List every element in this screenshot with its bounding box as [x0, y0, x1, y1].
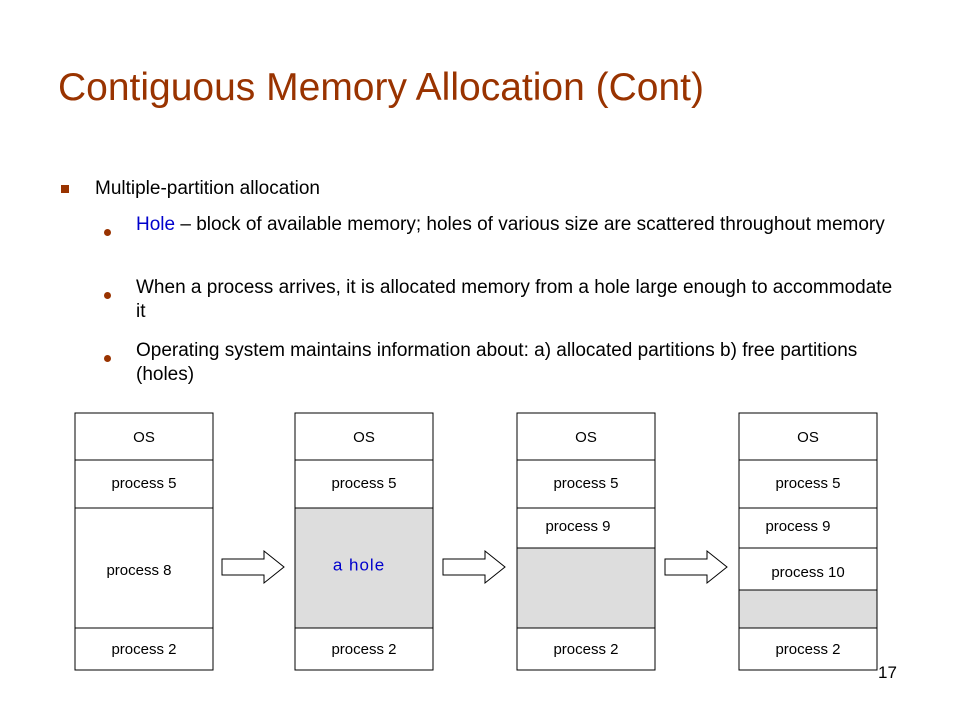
- segment-label: OS: [575, 429, 597, 446]
- segment-label: process 5: [331, 475, 396, 492]
- segment-label: process 2: [111, 641, 176, 658]
- free-hole-segment: [516, 547, 656, 629]
- round-bullet-icon: [104, 292, 111, 299]
- bullet-multiple-partition: Multiple-partition allocation: [95, 178, 320, 199]
- memory-segment: [738, 459, 878, 509]
- memory-column-2: OS process 5 a hole process 2: [294, 412, 434, 671]
- memory-column-4: OS process 5 process 9 process 10 process 2: [738, 412, 878, 671]
- memory-column-3: OS process 5 process 9 process 2: [516, 412, 656, 671]
- segment-label: OS: [353, 429, 375, 446]
- round-bullet-icon: [104, 355, 111, 362]
- sub-bullet-process-arrives: When a process arrives, it is allocated …: [136, 277, 893, 322]
- memory-segment: [738, 627, 878, 671]
- sub-bullet-os-info: Operating system maintains information a…: [136, 340, 858, 385]
- memory-segment: [294, 627, 434, 671]
- memory-column-1: OS process 5 process 8 process 2: [74, 412, 214, 671]
- segment-label: OS: [133, 429, 155, 446]
- memory-segment: [294, 459, 434, 509]
- memory-segment: [516, 627, 656, 671]
- page-number: 17: [878, 663, 897, 682]
- segment-label: process 9: [545, 518, 610, 535]
- round-bullet-icon: [104, 229, 111, 236]
- memory-segment: [74, 459, 214, 509]
- segment-label: process 2: [331, 641, 396, 658]
- memory-segment: [738, 547, 878, 591]
- hole-label: a hole: [333, 555, 385, 574]
- segment-label: process 5: [775, 475, 840, 492]
- memory-segment: [738, 507, 878, 549]
- memory-segment: [74, 507, 214, 629]
- memory-segment: [74, 412, 214, 461]
- memory-segment: [516, 459, 656, 509]
- memory-segment: [294, 412, 434, 461]
- slide-title: Contiguous Memory Allocation (Cont): [58, 66, 704, 109]
- hole-term: Hole: [136, 214, 176, 235]
- square-bullet-icon: [61, 185, 69, 193]
- segment-label: process 9: [765, 518, 830, 535]
- segment-label: process 5: [553, 475, 618, 492]
- memory-segment: [738, 412, 878, 461]
- hole-definition: – block of available memory; holes of va…: [175, 214, 885, 235]
- segment-label: process 5: [111, 475, 176, 492]
- memory-segment: [516, 507, 656, 549]
- right-arrow-icon: [221, 549, 285, 585]
- right-arrow-icon: [664, 549, 728, 585]
- segment-label: process 2: [775, 641, 840, 658]
- sub-bullet-hole: Hole – block of available memory; holes …: [136, 213, 906, 237]
- memory-segment: [516, 412, 656, 461]
- free-hole-segment: [738, 589, 878, 629]
- segment-label: process 8: [106, 562, 171, 579]
- memory-segment: [74, 627, 214, 671]
- segment-label: process 2: [553, 641, 618, 658]
- right-arrow-icon: [442, 549, 506, 585]
- segment-label: OS: [797, 429, 819, 446]
- segment-label: process 10: [771, 564, 844, 581]
